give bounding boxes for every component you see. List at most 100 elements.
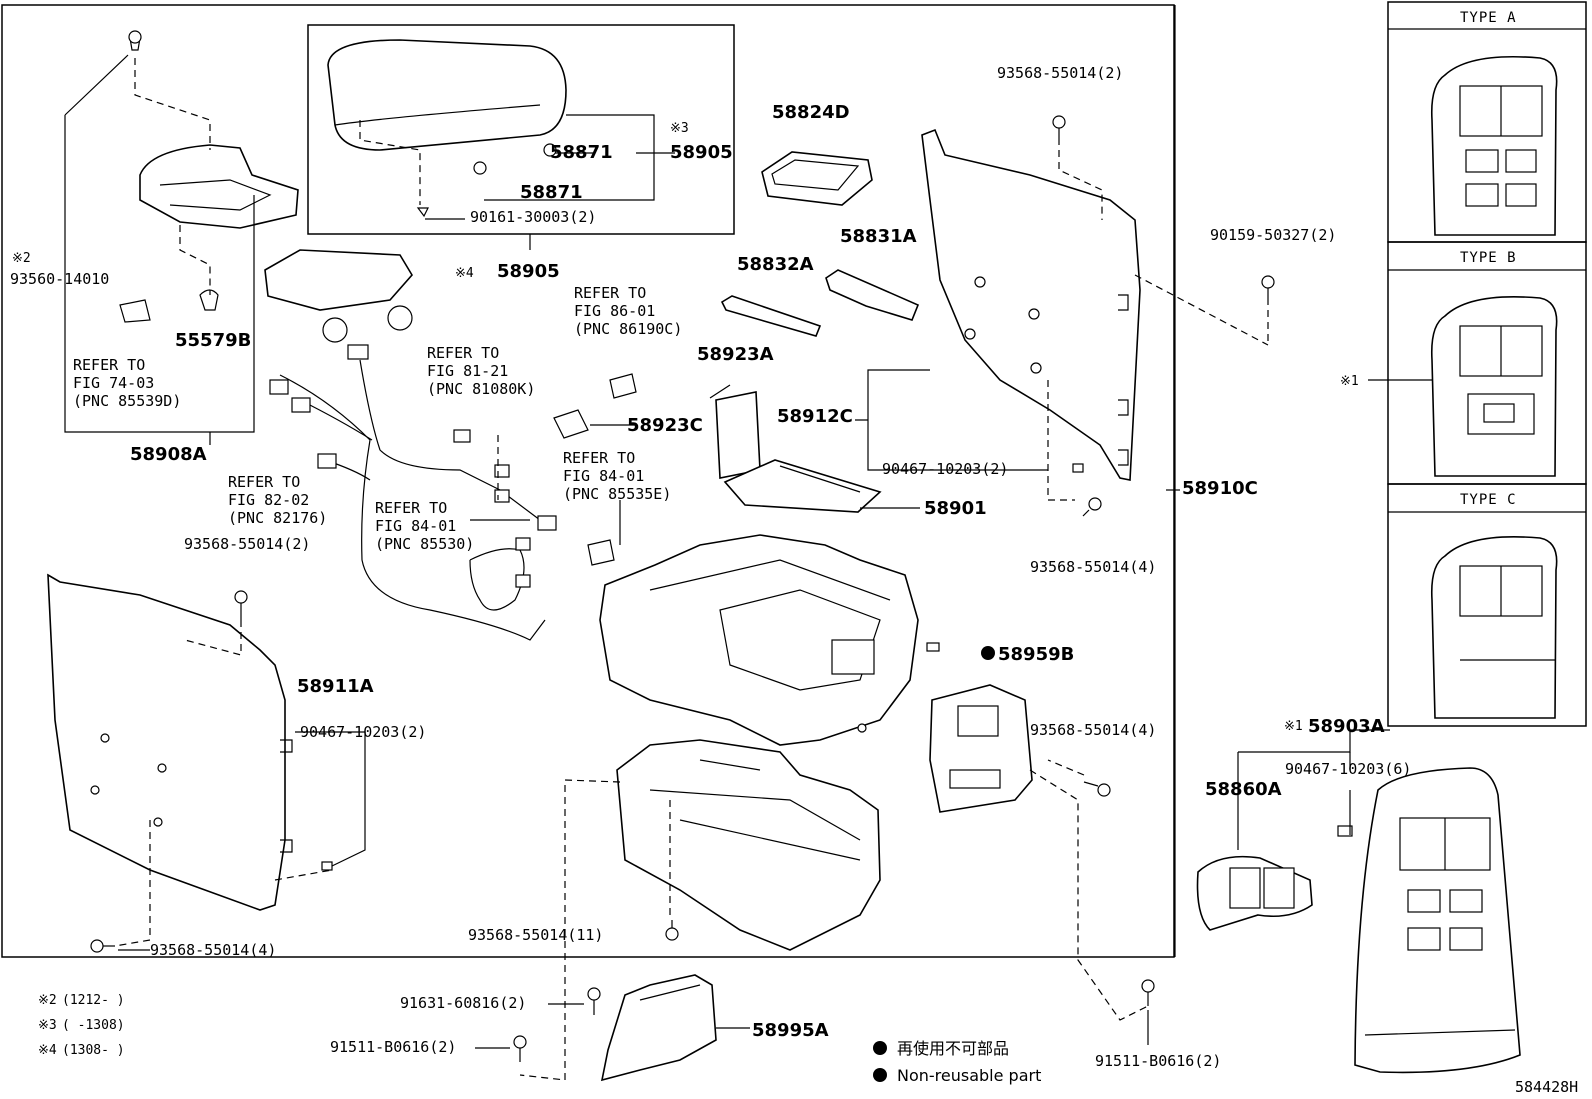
switch-58923c (553, 373, 637, 439)
label-93568-55014-left2: 93568-55014(2) (184, 535, 310, 553)
side-panel-58910c (921, 128, 1141, 481)
ref-fig82-line1: REFER TO (228, 473, 300, 491)
strip-58832a (720, 295, 822, 337)
svg-text:(1212- ): (1212- ) (62, 993, 125, 1008)
fasteners (90, 115, 1275, 1062)
ref-fig84-line3: (PNC 85530) (375, 535, 474, 553)
ref-fig74-line3: (PNC 85539D) (73, 392, 181, 410)
switch-box (264, 249, 413, 343)
legend: 再使用不可部品 Non-reusable part (873, 1039, 1041, 1085)
footnotes: ※2 (1212- ) ※3 ( -1308) ※4 (1308- ) (38, 993, 125, 1058)
label-55579b: 55579B (175, 330, 251, 351)
type-c-frame (1387, 483, 1587, 727)
ref-fig74-line1: REFER TO (73, 356, 145, 374)
vent-58860a (1196, 825, 1353, 931)
figure-id: 584428H (1515, 1078, 1578, 1096)
label-58832a: 58832A (737, 254, 814, 275)
mark-2: ※2 (12, 251, 31, 266)
panel-58923a (715, 391, 761, 479)
label-58871-upper: 58871 (550, 142, 613, 163)
main-frame (1, 4, 1175, 958)
svg-text:※2: ※2 (38, 993, 57, 1008)
type-c-panel (1430, 536, 1558, 719)
armrest-lid (327, 39, 567, 218)
label-58923a: 58923A (697, 344, 774, 365)
label-93568-55014-top: 93568-55014(2) (997, 64, 1123, 82)
label-58911a: 58911A (297, 676, 374, 697)
label-93560-14010: 93560-14010 (10, 270, 109, 288)
mark-3: ※3 (670, 121, 689, 136)
ref-fig84e-line2: FIG 84-01 (563, 467, 644, 485)
label-93568-55014-mid4: 93568-55014(4) (1030, 721, 1156, 739)
ref-fig81-line2: FIG 81-21 (427, 362, 508, 380)
label-58910c: 58910C (1182, 478, 1258, 499)
label-58903a: 58903A (1308, 716, 1385, 737)
ref-fig86-line3: (PNC 86190C) (574, 320, 682, 338)
label-93568-55014-11: 93568-55014(11) (468, 926, 603, 944)
label-90467-10203-mid: 90467-10203(2) (882, 460, 1008, 478)
pad-58901 (723, 459, 882, 513)
label-58905-lower: 58905 (497, 261, 560, 282)
label-93568-55014-bl4: 93568-55014(4) (150, 941, 276, 959)
leader-lines (64, 5, 1432, 1081)
svg-text:(1308- ): (1308- ) (62, 1043, 125, 1058)
legend-en: Non-reusable part (897, 1066, 1041, 1085)
label-58905-upper: 58905 (670, 142, 733, 163)
label-58912c: 58912C (777, 406, 853, 427)
label-58824d: 58824D (772, 102, 850, 123)
strip-58831a (825, 269, 920, 321)
ref-fig74-line2: FIG 74-03 (73, 374, 154, 392)
console-lower-box (616, 739, 881, 951)
ref-fig84e-line3: (PNC 85535E) (563, 485, 671, 503)
label-58831a: 58831A (840, 226, 917, 247)
label-58995a: 58995A (752, 1020, 829, 1041)
ref-fig82-line2: FIG 82-02 (228, 491, 309, 509)
ref-fig81-line1: REFER TO (427, 344, 499, 362)
label-58923c: 58923C (627, 415, 703, 436)
type-a-panel (1430, 55, 1558, 236)
ref-fig84-line1: REFER TO (375, 499, 447, 517)
label-58959b: 58959B (998, 644, 1074, 665)
svg-text:※3: ※3 (38, 1018, 57, 1033)
svg-text:※4: ※4 (38, 1043, 57, 1058)
label-90467-10203-left: 90467-10203(2) (300, 723, 426, 741)
label-58860a: 58860A (1205, 779, 1282, 800)
type-b-label: TYPE B (1460, 250, 1517, 266)
bracket-58908a (119, 30, 299, 323)
type-c-label: TYPE C (1460, 492, 1517, 508)
ref-fig82-line3: (PNC 82176) (228, 509, 327, 527)
ref-fig86-line1: REFER TO (574, 284, 646, 302)
wire-harness (269, 344, 615, 641)
label-90159-50327: 90159-50327(2) (1210, 226, 1336, 244)
label-91511-b0616-left: 91511-B0616(2) (330, 1038, 456, 1056)
label-58908a: 58908A (130, 444, 207, 465)
tray-58824d (761, 151, 873, 206)
label-90467-10203-6: 90467-10203(6) (1285, 760, 1411, 778)
svg-text:( -1308): ( -1308) (62, 1018, 125, 1033)
plate-bracket (926, 642, 1033, 813)
ref-fig81-line3: (PNC 81080K) (427, 380, 535, 398)
ref-fig84e-line1: REFER TO (563, 449, 635, 467)
label-58901: 58901 (924, 498, 987, 519)
rear-panel-58903a (1354, 767, 1521, 1074)
console-body (599, 534, 919, 746)
label-91511-b0616-right: 91511-B0616(2) (1095, 1052, 1221, 1070)
armrest-frame (307, 24, 735, 235)
label-91631-60816: 91631-60816(2) (400, 994, 526, 1012)
bracket-58995a (600, 974, 717, 1082)
type-a-label: TYPE A (1460, 10, 1517, 26)
label-58871-lower: 58871 (520, 182, 583, 203)
mark-4: ※4 (455, 266, 474, 281)
side-panel-58911a (47, 573, 293, 911)
ref-fig84-line2: FIG 84-01 (375, 517, 456, 535)
label-93568-55014-right4: 93568-55014(4) (1030, 558, 1156, 576)
type-b-panel (1430, 296, 1558, 477)
ref-fig86-line2: FIG 86-01 (574, 302, 655, 320)
legend-bullet-en (873, 1068, 887, 1082)
legend-jp: 再使用不可部品 (897, 1039, 1009, 1058)
label-90161-30003: 90161-30003(2) (470, 208, 596, 226)
mark-1-types: ※1 (1340, 374, 1359, 389)
mark-1-panel: ※1 (1284, 719, 1303, 734)
legend-bullet-jp (873, 1041, 887, 1055)
